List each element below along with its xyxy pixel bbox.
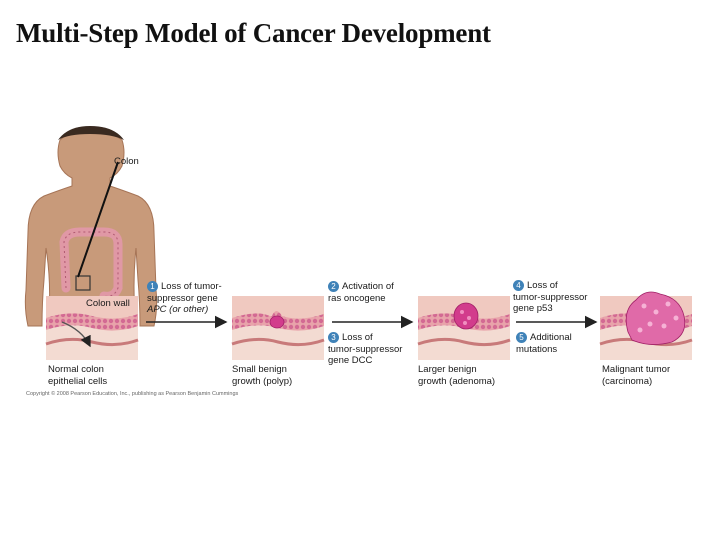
step-1-badge: 1 xyxy=(147,281,158,292)
carcinoma-label: Malignant tumor(carcinoma) xyxy=(602,364,671,387)
page-title: Multi-Step Model of Cancer Development xyxy=(16,18,491,48)
carcinoma-panel xyxy=(599,291,693,360)
step-4-badge: 4 xyxy=(513,280,524,291)
copyright-notice: Copyright © 2008 Pearson Education, Inc.… xyxy=(26,391,239,397)
normal-colon-panel xyxy=(45,296,139,360)
step-3-badge: 3 xyxy=(328,332,339,343)
colon-wall-label: Colon wall xyxy=(86,298,130,309)
polyp-panel xyxy=(231,296,325,360)
step-5-badge: 5 xyxy=(516,332,527,343)
colon-leader-line xyxy=(77,161,119,278)
step-2-badge: 2 xyxy=(328,281,339,292)
adenoma-panel xyxy=(417,296,511,360)
torso-illustration xyxy=(24,126,158,327)
colon-label: Colon xyxy=(114,156,139,167)
